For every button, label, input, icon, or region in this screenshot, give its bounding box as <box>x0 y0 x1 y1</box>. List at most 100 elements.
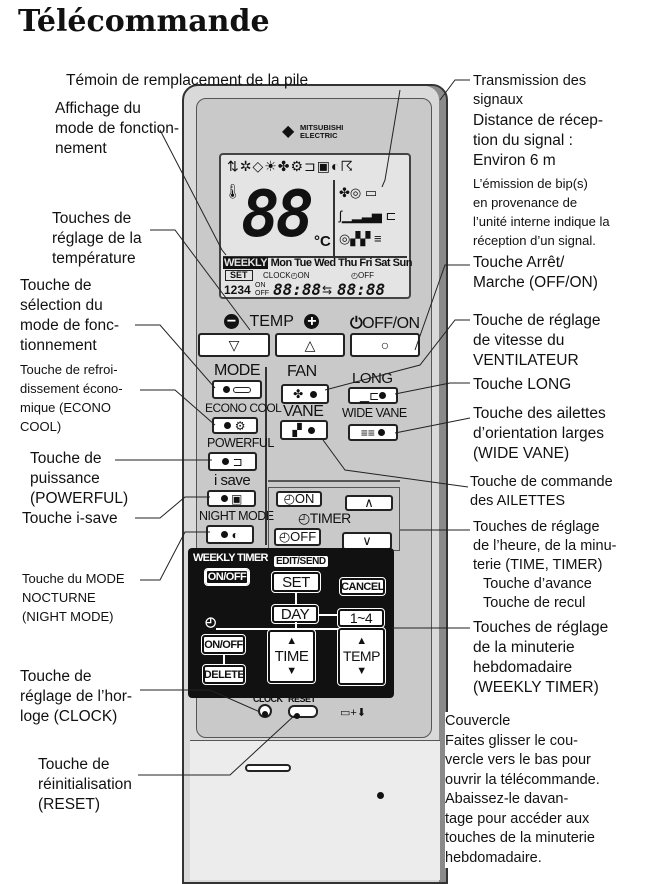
lcd-temperature: 88 <box>241 178 314 252</box>
weekly-timer-panel: WEEKLY TIMER ON/OFF EDIT/SEND SET CANCEL… <box>188 548 394 698</box>
up-triangle-icon: ▲ <box>356 635 367 647</box>
label-isave: Touche i-save <box>22 510 118 527</box>
isave-button[interactable]: ▣ <box>207 490 256 507</box>
cover-dot <box>377 792 384 799</box>
minus-icon: − <box>224 314 239 330</box>
lcd-arrow: ⇆ <box>322 283 333 297</box>
mode-button[interactable] <box>212 380 262 399</box>
plus-icon: + <box>304 314 320 330</box>
label-offon: Touche Arrêt/Marche (OFF/ON) <box>473 254 598 291</box>
lcd-weekly: WEEKLY <box>223 257 269 269</box>
label-long: Touche LONG <box>473 376 572 393</box>
lcd-set: SET <box>225 270 253 281</box>
cancel-button[interactable]: CANCEL <box>339 577 386 596</box>
time-button[interactable]: ▲TIME▼ <box>267 629 316 684</box>
thermometer-icon: 🌡 <box>224 183 242 199</box>
reset-button[interactable] <box>288 705 318 719</box>
day-range-button[interactable]: 1~4 <box>337 608 385 628</box>
temp-up-button[interactable]: △ <box>275 333 345 357</box>
night-icon: ◐ <box>231 527 239 542</box>
mode-icons: ⇅✲◇☀✤⚙⊐▣◐☈ <box>227 158 355 174</box>
lcd-time1: 88:88 <box>273 280 322 299</box>
down-triangle-icon: ▼ <box>286 665 297 677</box>
fan-vane-icons: ✤◎ ▭ʃ▁▂▃▅ ⊏◎▞▞ ≡ <box>339 185 397 246</box>
edit-send-label: EDIT/SEND <box>274 556 328 567</box>
time-label: TIME <box>274 648 309 665</box>
temp-label: TEMP <box>343 648 380 664</box>
long-icon: ▁⊏ <box>359 388 380 403</box>
cover-slot <box>245 764 291 772</box>
timer-label: ◴TIMER <box>298 510 351 526</box>
clock-button[interactable] <box>258 704 272 718</box>
long-label: LONG <box>352 370 393 387</box>
wide-vane-button[interactable]: ≡≡ <box>348 424 398 441</box>
night-mode-label: NIGHT MODE <box>199 509 274 523</box>
offon-label: OFF/ON <box>362 315 420 332</box>
set-button[interactable]: SET <box>271 571 321 593</box>
clock-label: CLOCK <box>253 694 283 704</box>
vane-icon: ▞ <box>292 423 302 437</box>
mitsubishi-logo-icon: ◆ <box>282 123 295 140</box>
timer-off-button[interactable]: ◴OFF <box>274 528 321 546</box>
long-button[interactable]: ▁⊏ <box>348 387 398 404</box>
temp-label: TEMP <box>249 313 294 330</box>
delete-button[interactable]: DELETE <box>202 664 246 685</box>
lcd-off: ◴OFF <box>351 271 374 280</box>
mode-label: MODE <box>214 362 261 379</box>
label-battery: Témoin de remplacement de la pile <box>66 72 309 89</box>
wide-vane-label: WIDE VANE <box>342 406 407 420</box>
isave-icon: ▣ <box>231 491 243 506</box>
fan-label: FAN <box>287 363 317 380</box>
lcd-program: 1234 <box>224 283 251 297</box>
econo-cool-button[interactable]: ⚙ <box>212 417 258 434</box>
powerful-button[interactable]: ⊐ <box>208 452 257 471</box>
temp-down-button[interactable]: ▽ <box>198 333 270 357</box>
weekly-temp-button[interactable]: ▲TEMP▼ <box>337 627 386 686</box>
day-button[interactable]: DAY <box>271 604 319 624</box>
night-mode-button[interactable]: ◐ <box>206 525 254 544</box>
weekly-timer-label: WEEKLY TIMER <box>193 552 268 564</box>
weekly-onoff-button[interactable]: ON/OFF <box>204 568 250 586</box>
up-triangle-icon: ▲ <box>286 635 297 647</box>
wide-vane-icon: ≡≡ <box>360 425 375 440</box>
lcd-time2: 88:88 <box>337 280 386 299</box>
vane-button[interactable]: ▞ <box>280 420 328 440</box>
label-distance: Distance de récep-tion du signal :Enviro… <box>473 112 604 169</box>
program-onoff-button[interactable]: ON/OFF <box>201 634 246 655</box>
battery-down-icon: ▭+⬇ <box>340 707 367 719</box>
lcd-unit: °C <box>314 233 331 250</box>
down-triangle-icon: ▼ <box>356 665 367 677</box>
econo-cool-label: ECONO COOL <box>205 401 282 415</box>
lcd-days: Mon Tue Wed Thu Fri Sat Sun <box>270 257 413 269</box>
advance-button[interactable]: ∧ <box>345 495 393 511</box>
remote-cover[interactable] <box>190 740 440 880</box>
lcd-clock-on: CLOCK◴ON <box>263 271 310 280</box>
vane-label: VANE <box>283 403 324 420</box>
fan-icon: ✤ <box>293 387 304 401</box>
fan-button[interactable]: ✤ <box>281 384 329 404</box>
econo-icon: ⚙ <box>234 418 246 433</box>
offon-button[interactable]: ○ <box>350 333 420 357</box>
timer-on-button[interactable]: ◴ON <box>276 491 322 507</box>
clock-icon: ◴ <box>205 614 216 629</box>
isave-label: i save <box>214 472 251 489</box>
lcd-offs: OFF <box>255 290 269 297</box>
power-icon: ⏻ <box>350 315 363 332</box>
powerful-label: POWERFUL <box>207 436 274 450</box>
